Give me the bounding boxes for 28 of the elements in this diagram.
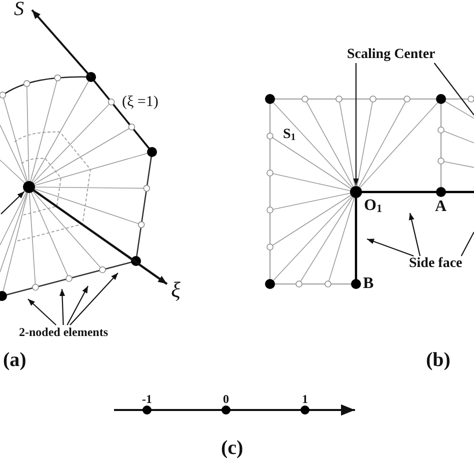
center-dot-icon: [23, 181, 35, 193]
boundary-label: (ξ =1): [122, 95, 158, 110]
tick-label: 1: [302, 393, 308, 405]
tick-label: -1: [142, 393, 152, 405]
panel-label: (b): [426, 350, 450, 370]
leader-arrow: [408, 212, 421, 256]
tick-label: 0: [223, 393, 229, 405]
leader-arrow: [28, 298, 56, 326]
point-label: B: [363, 276, 374, 292]
axis-label: ξ: [171, 279, 180, 301]
axis-label: S: [14, 0, 24, 19]
annotation-label: Scaling Center: [347, 48, 436, 62]
panel-label: (c): [221, 438, 244, 458]
leader-arrow: [366, 238, 414, 257]
annotation-label: Side face: [409, 257, 462, 271]
leader-arrow: [0, 191, 25, 214]
leader-line: [434, 62, 474, 116]
point-label: O$_{1}$: [364, 198, 382, 214]
leader-arrow: [353, 63, 359, 186]
annotation-label: 2-noded elements: [19, 326, 108, 338]
panel-label: (a): [3, 350, 26, 370]
leader-arrow: [59, 288, 66, 326]
center-dot-icon: [350, 186, 362, 198]
leader-line: [460, 232, 474, 256]
region-label: S$_{1}$: [283, 128, 296, 142]
leader-arrow: [66, 286, 88, 326]
leader-arrow: [70, 272, 118, 326]
point-label: A: [435, 199, 447, 215]
